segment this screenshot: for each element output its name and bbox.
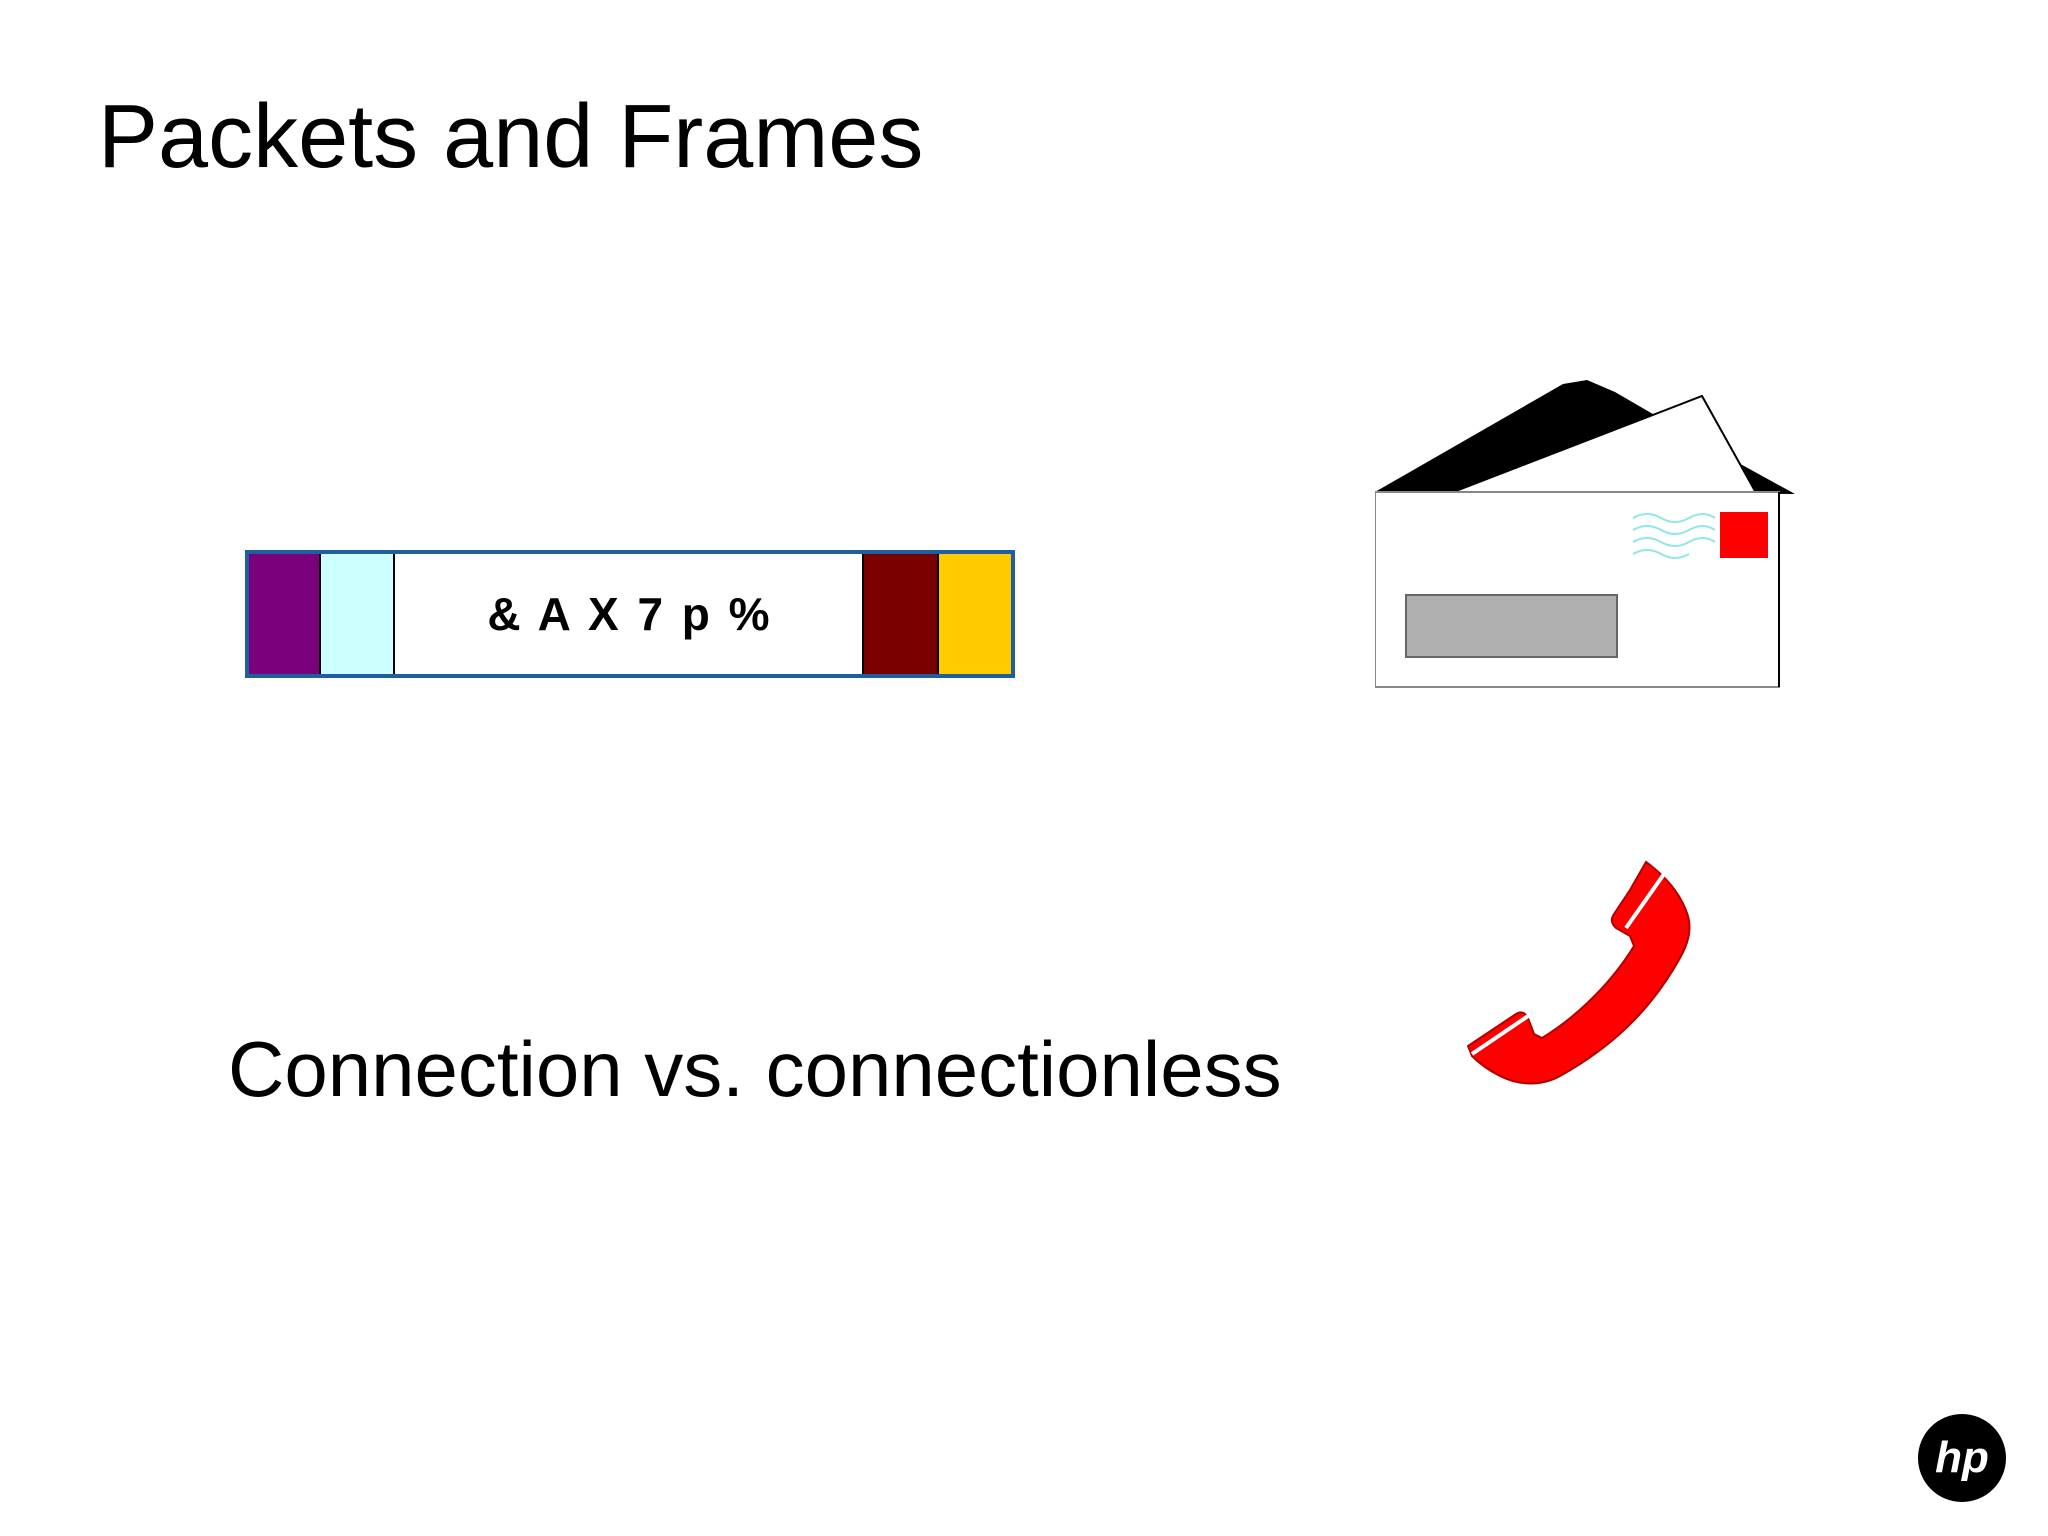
payload-text: & A X 7 p % bbox=[487, 588, 770, 640]
frame-trailer-segment-1 bbox=[864, 554, 939, 674]
envelope-icon bbox=[1375, 380, 1795, 688]
frame-trailer-segment-2 bbox=[939, 554, 1011, 674]
hp-logo: hp bbox=[1918, 1414, 2006, 1502]
frame-payload-segment: & A X 7 p % bbox=[395, 554, 864, 674]
frame-header-segment-1 bbox=[249, 554, 321, 674]
hp-logo-text: hp bbox=[1935, 1433, 1989, 1482]
frame-header-segment-2 bbox=[321, 554, 395, 674]
telephone-handset-icon bbox=[1466, 860, 1691, 1085]
slide-title: Packets and Frames bbox=[98, 87, 924, 187]
slide-subtitle: Connection vs. connectionless bbox=[228, 1025, 1282, 1113]
packet-frame-diagram: & A X 7 p % bbox=[245, 550, 1015, 678]
